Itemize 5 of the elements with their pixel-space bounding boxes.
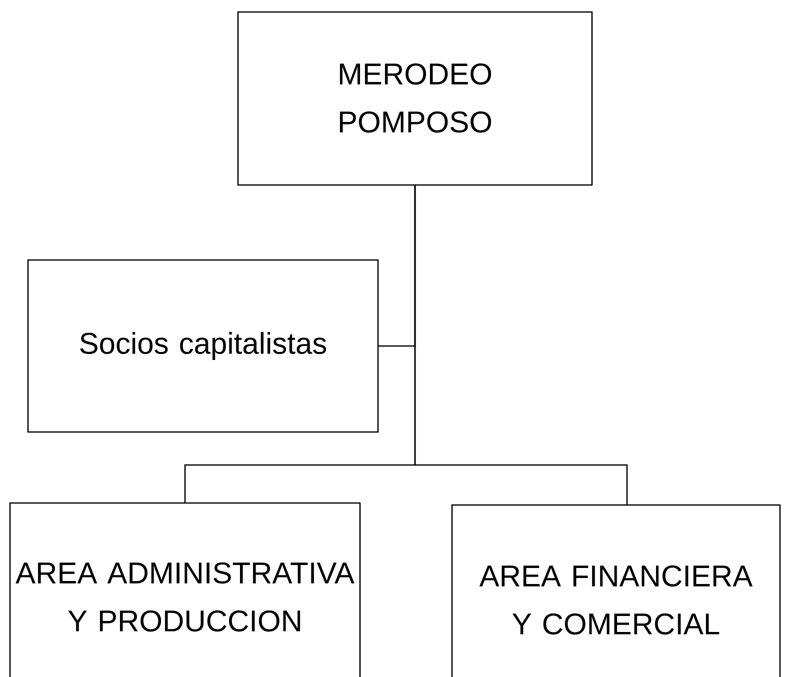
org-box: AREA FINANCIERA Y COMERCIAL: [451, 504, 781, 677]
org-box: Socios capitalistas: [27, 259, 379, 433]
org-box: MERODEO POMPOSO: [237, 11, 593, 186]
connector-line: [414, 186, 628, 505]
org-box: AREA ADMINISTRATIVA Y PRODUCCION: [9, 502, 361, 677]
